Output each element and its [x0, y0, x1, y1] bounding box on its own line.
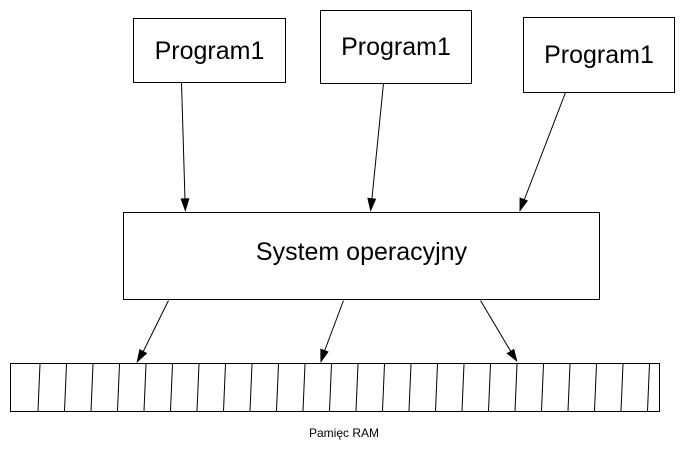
program-box-3: Program1: [523, 17, 675, 93]
ram-cell-divider: [461, 363, 465, 412]
ram-cell-divider: [249, 363, 253, 412]
arrow-os-to-ram-2: [320, 300, 344, 363]
ram-cells: [37, 363, 650, 412]
ram-cell-divider: [567, 363, 571, 412]
os-box: System operacyjny: [123, 212, 600, 300]
ram-cell-divider: [594, 363, 597, 412]
ram-cell-divider: [223, 363, 226, 412]
arrow-os-to-ram-3: [480, 300, 518, 362]
ram-cell-divider: [514, 363, 518, 412]
ram-cell-divider: [647, 363, 650, 412]
ram-cell-divider: [276, 363, 279, 412]
arrow-os-to-ram-1: [136, 300, 169, 363]
ram-cell-divider: [170, 363, 173, 412]
ram-cell-divider: [143, 363, 147, 412]
ram-cell-divider: [329, 363, 332, 412]
ram-cell-divider: [64, 363, 67, 412]
program-label-2: Program1: [341, 33, 451, 61]
program-box-2: Program1: [320, 10, 472, 84]
ram-cell-divider: [382, 363, 385, 412]
program-box-1: Program1: [133, 18, 286, 83]
ram-cell-divider: [117, 363, 120, 412]
arrow-program2-to-os: [367, 83, 384, 212]
ram-cell-divider: [435, 363, 438, 412]
ram-cell-divider: [196, 363, 200, 412]
ram-cell-divider: [541, 363, 544, 412]
ram-cell-divider: [488, 363, 491, 412]
os-label: System operacyjny: [256, 238, 468, 266]
ram-cell-divider: [302, 363, 306, 412]
ram-cell-divider: [90, 363, 94, 412]
ram-cell-divider: [37, 363, 41, 412]
ram-strip: [10, 363, 660, 412]
program-label-3: Program1: [544, 41, 654, 69]
ram-cell-divider: [408, 363, 412, 412]
ram-cell-divider: [620, 363, 624, 412]
program-label-1: Program1: [155, 37, 265, 65]
ram-label: Pamięc RAM: [309, 426, 379, 440]
ram-cell-divider: [355, 363, 359, 412]
arrow-program3-to-os: [519, 92, 566, 212]
arrow-program1-to-os: [180, 82, 190, 212]
